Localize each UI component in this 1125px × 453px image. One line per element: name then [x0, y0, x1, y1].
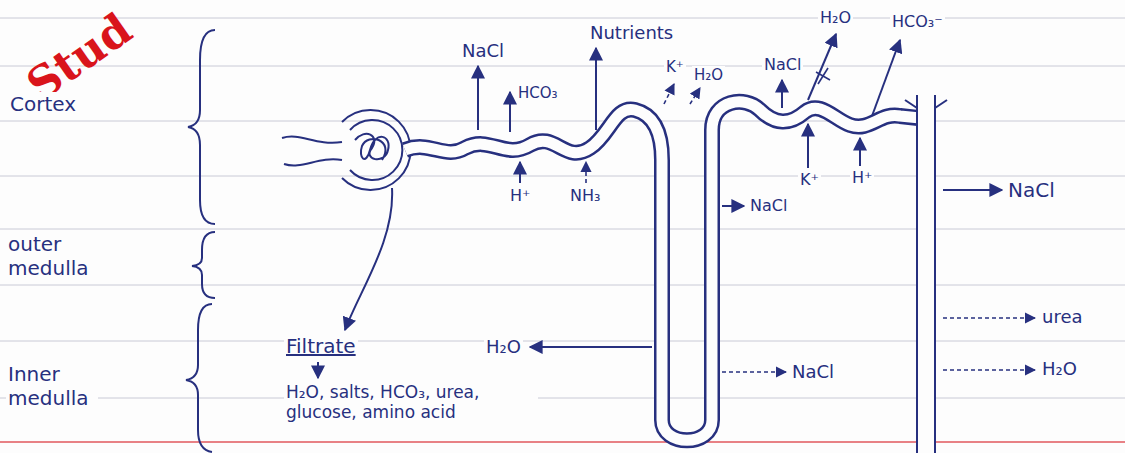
ion-label: NH₃ [568, 186, 602, 205]
ion-label: HCO₃ [516, 84, 560, 102]
filtrate-heading: Filtrate [284, 334, 358, 358]
ion-label: Nutrients [588, 22, 675, 44]
ion-label: H⁺ [508, 186, 532, 205]
filtrate-contents: H₂O, salts, HCO₃, urea, glucose, amino a… [284, 382, 538, 423]
ion-label: NaCl [460, 40, 506, 62]
solute-label: urea [1040, 306, 1085, 328]
ion-label: H₂O [1040, 358, 1079, 380]
region-label: Inner medulla [6, 362, 98, 410]
ion-label: K⁺ [798, 170, 821, 189]
ion-label: H₂O [484, 336, 523, 358]
ion-label: K⁺ [664, 58, 686, 76]
ion-label: H₂O [818, 8, 853, 27]
region-label: outer medulla [6, 232, 98, 280]
ion-label: NaCl [1006, 178, 1057, 202]
ion-label: H₂O [692, 66, 725, 84]
ion-label: NaCl [790, 361, 836, 383]
ion-label: NaCl [748, 196, 789, 215]
ion-label: H⁺ [850, 168, 874, 187]
ion-label: NaCl [762, 55, 803, 74]
region-label: Cortex [8, 92, 78, 116]
ion-label: HCO₃⁻ [890, 12, 945, 31]
